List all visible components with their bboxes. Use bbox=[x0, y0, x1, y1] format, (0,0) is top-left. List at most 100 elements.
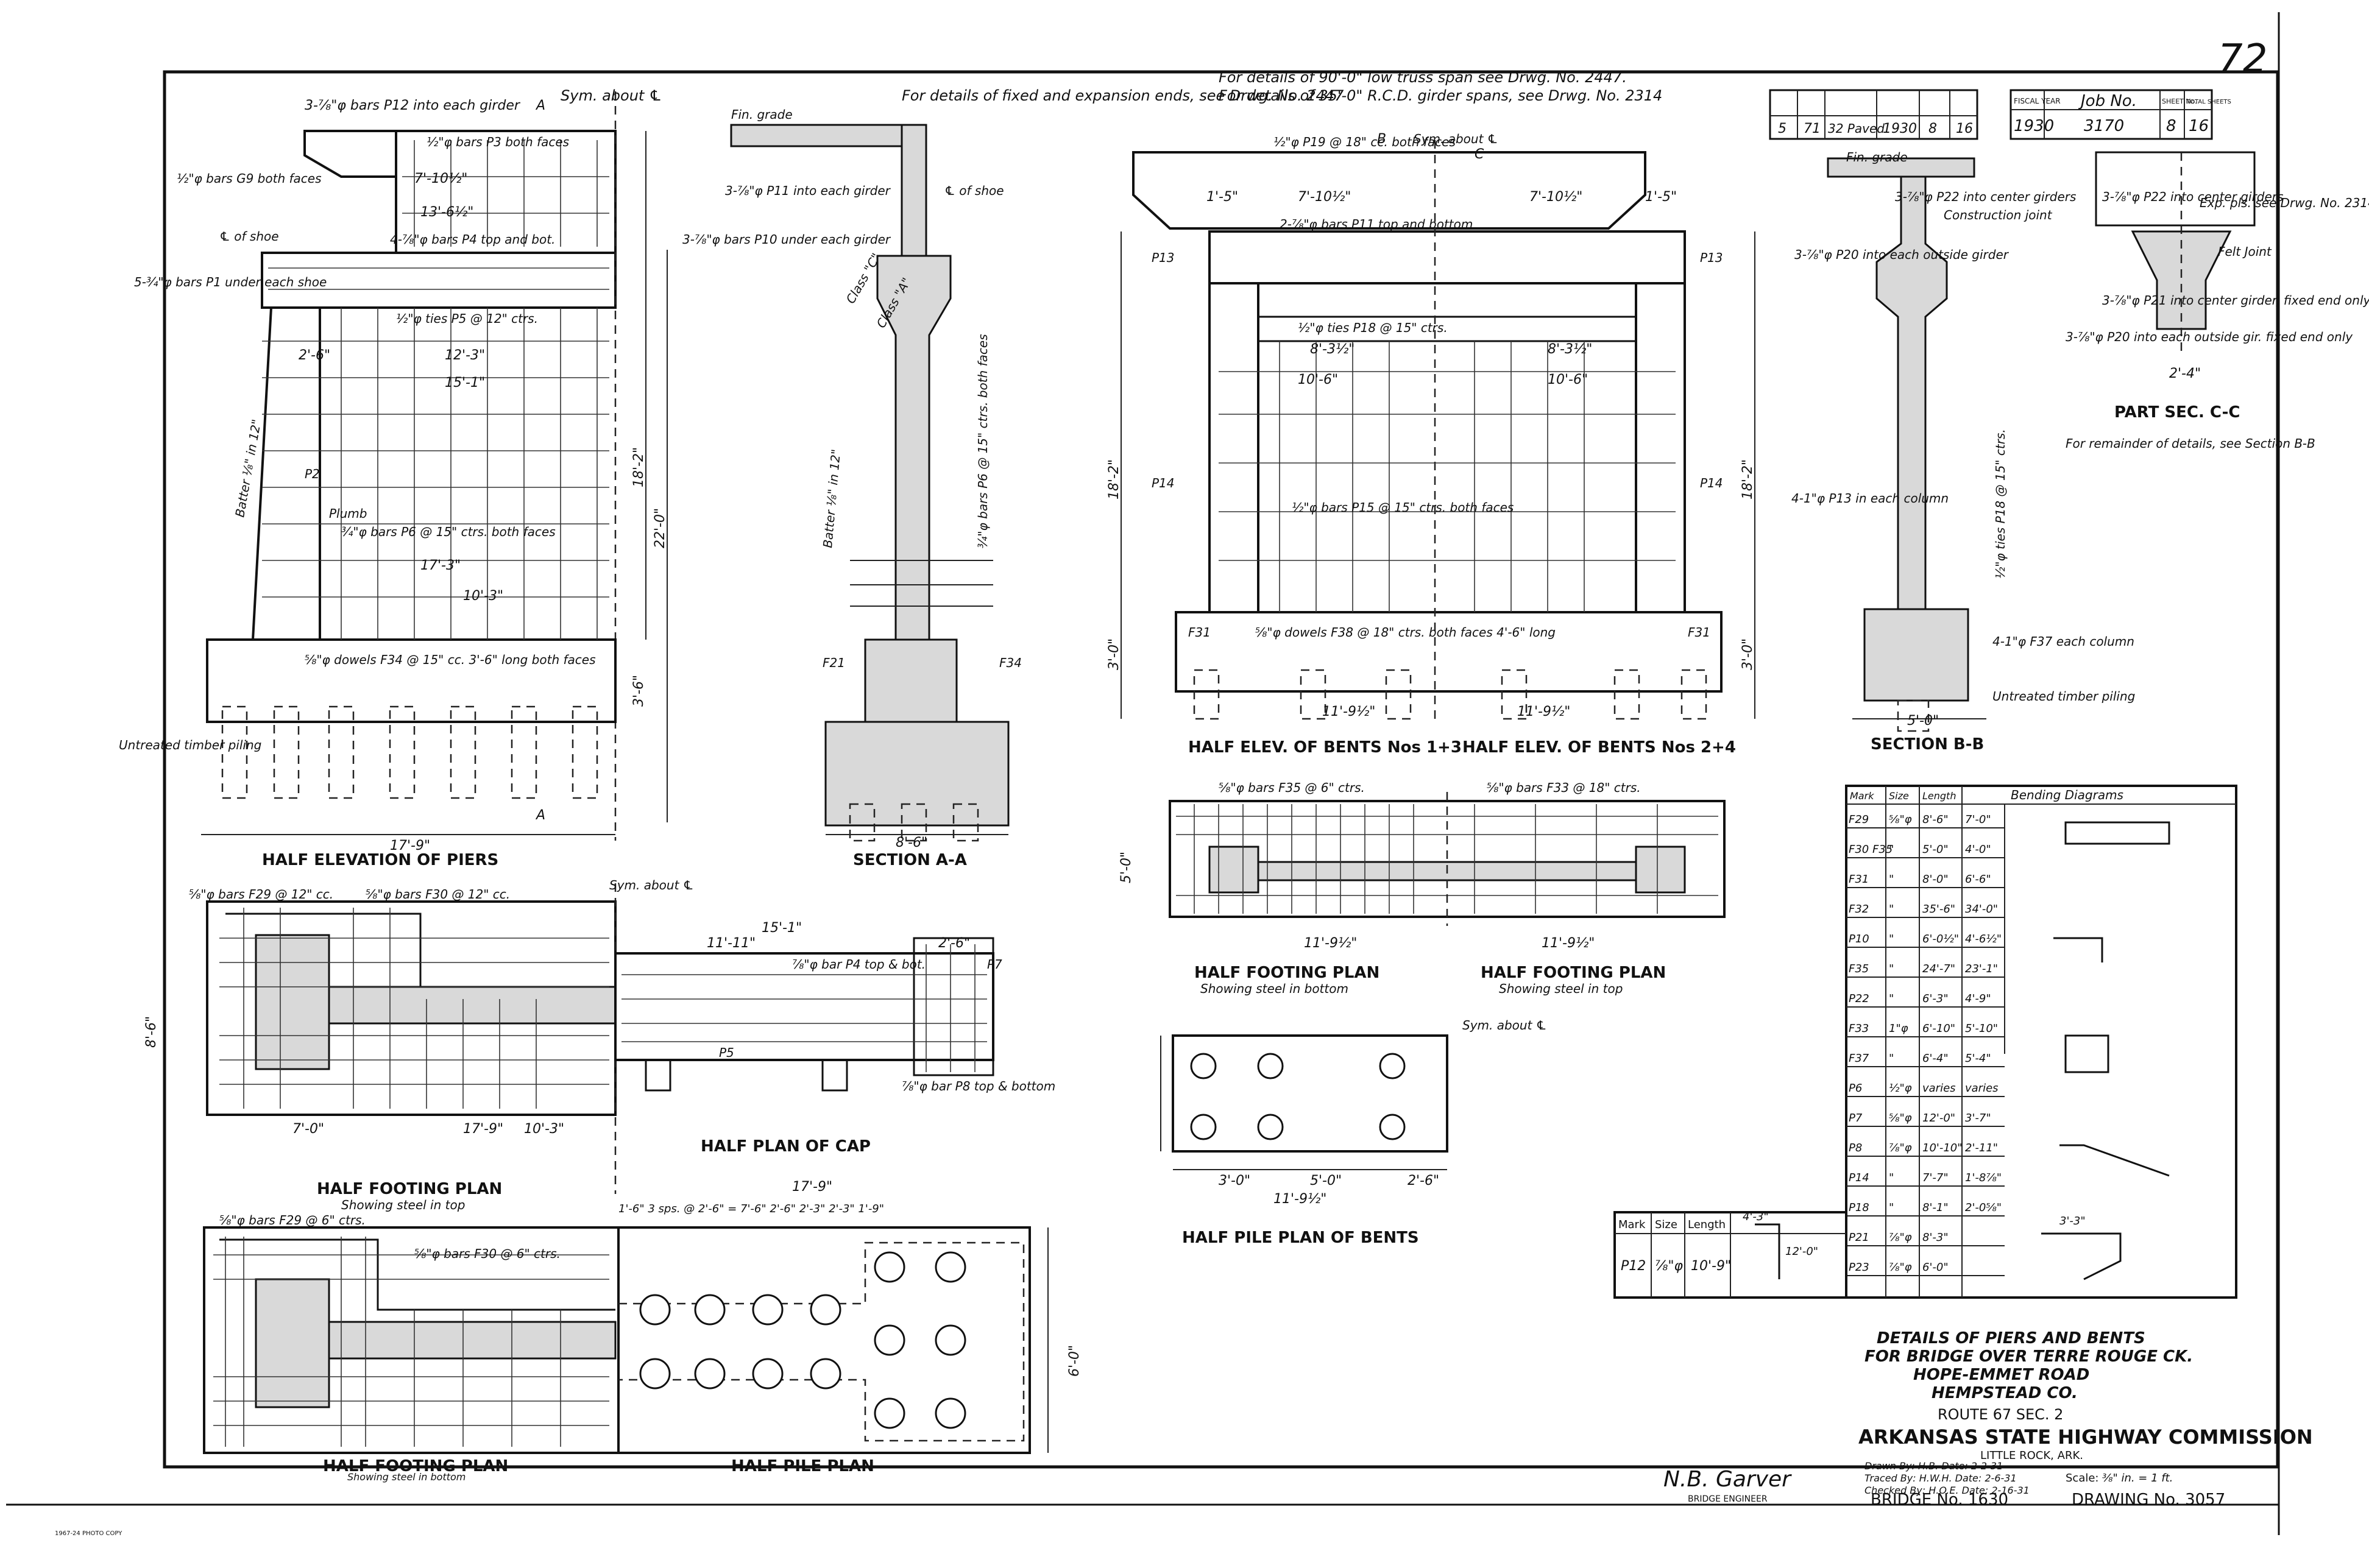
bridge-number: BRIDGE No. 1630 bbox=[1871, 1491, 2008, 1509]
bend-cell-1-0: F30 F35 bbox=[1849, 843, 1893, 856]
bend-cell-6-2: 6'-3" bbox=[1922, 992, 1949, 1005]
title-half-footing-plan-bottom: HALF FOOTING PLAN bbox=[323, 1457, 508, 1475]
corner-stamp: 1967-24 PHOTO COPY bbox=[55, 1530, 122, 1537]
col-fiscal-year: FISCAL YEAR bbox=[2014, 97, 2061, 105]
bend-cell-2-3: 6'-6" bbox=[1965, 873, 1991, 886]
note-g9: ½"φ bars G9 both faces bbox=[177, 171, 322, 186]
title-line1: DETAILS OF PIERS AND BENTS bbox=[1877, 1329, 2145, 1347]
bend-cell-15-2: 6'-0" bbox=[1922, 1261, 1949, 1274]
bend-cell-7-0: F33 bbox=[1849, 1022, 1869, 1035]
title-checked: Checked By: H.O.E. Date: 2-16-31 bbox=[1864, 1485, 2030, 1496]
bend-cell-12-0: P14 bbox=[1849, 1171, 1869, 1184]
bend-cell-2-1: " bbox=[1889, 873, 1894, 886]
val-total-sheets: 16 bbox=[2189, 117, 2209, 135]
note-p7: P7 bbox=[987, 957, 1002, 972]
col-sheet-no: SHEET No. bbox=[2162, 97, 2197, 105]
bend-cell-15-0: P23 bbox=[1849, 1261, 1869, 1274]
note-p11-bents: 2-⅞"φ bars P11 top and bottom bbox=[1280, 217, 1473, 231]
dim-11-9b-left: 11'-9½" bbox=[1304, 936, 1357, 951]
note-p5-cap: P5 bbox=[719, 1045, 734, 1060]
bend-cell-14-1: ⅞"φ bbox=[1889, 1231, 1912, 1244]
note-p4: 4-⅞"φ bars P4 top and bot. bbox=[390, 232, 555, 247]
dim-22-0: 22'-0" bbox=[653, 508, 668, 548]
title-half-elev-bents-13: HALF ELEV. OF BENTS Nos 1+3 bbox=[1188, 738, 1462, 757]
bend-cell-5-3: 23'-1" bbox=[1965, 962, 1998, 975]
marker-a-bottom: A bbox=[535, 808, 545, 823]
bend-cell-4-3: 4'-6½" bbox=[1965, 933, 2002, 945]
dim-1-5-left: 1'-5" bbox=[1206, 189, 1238, 205]
bend-cell-1-3: 4'-0" bbox=[1965, 843, 1991, 856]
bend-cell-7-1: 1"φ bbox=[1889, 1022, 1908, 1035]
dim-12-3: 12'-3" bbox=[445, 348, 485, 363]
dim-7-10h: 7'-10½" bbox=[414, 171, 467, 186]
bend-cell-13-0: P18 bbox=[1849, 1201, 1869, 1214]
half-plan-of-cap bbox=[614, 937, 994, 1092]
title-city: LITTLE ROCK, ARK. bbox=[1980, 1449, 2083, 1462]
title-line4: HEMPSTEAD CO. bbox=[1932, 1384, 2078, 1402]
note-fixed-ends: For details of fixed and expansion ends,… bbox=[902, 87, 1344, 104]
title-scale-value: ⅜" in. = 1 ft. bbox=[2102, 1472, 2173, 1485]
title-half-pile-plan-bents: HALF PILE PLAN OF BENTS bbox=[1182, 1229, 1419, 1247]
note-f21: F21 bbox=[823, 655, 845, 670]
bend-diagram-p6 bbox=[2064, 1034, 2109, 1073]
left-box-v5: 16 bbox=[1956, 121, 1973, 136]
half-footing-plan-top bbox=[206, 883, 617, 1194]
bend-cell-11-2: 10'-10" bbox=[1922, 1142, 1963, 1154]
bend-cell-10-3: 3'-7" bbox=[1965, 1112, 1991, 1125]
note-p10: 3-⅞"φ bars P10 under each girder bbox=[682, 232, 891, 247]
drawing-number: DRAWING No. 3057 bbox=[2072, 1491, 2225, 1509]
bents-elevation bbox=[1121, 140, 1755, 720]
bend-cell-10-0: P7 bbox=[1849, 1112, 1863, 1125]
note-part-sec-cc: For remainder of details, see Section B-… bbox=[2066, 436, 2315, 451]
val-sheet-no: 8 bbox=[2166, 117, 2176, 135]
bend-cell-4-1: " bbox=[1889, 933, 1894, 945]
bend-header-2: Length bbox=[1922, 790, 1956, 802]
note-f38: ⅝"φ dowels F38 @ 18" ctrs. both faces 4'… bbox=[1255, 625, 1556, 640]
left-box-v4: 8 bbox=[1928, 121, 1937, 136]
sheet-number: 72 bbox=[2218, 37, 2267, 82]
bend-cell-6-1: " bbox=[1889, 992, 1894, 1005]
bend-cell-7-3: 5'-10" bbox=[1965, 1022, 1998, 1035]
note-columns: 4-1"φ P13 in each column bbox=[1791, 491, 1949, 506]
dim-18-2-piers: 18'-2" bbox=[631, 447, 646, 487]
bend-diagram-p23 bbox=[2041, 1232, 2122, 1280]
p12-length: 10'-9" bbox=[1691, 1259, 1731, 1274]
note-p23: 3-⅞"φ P22 into center girders bbox=[2102, 189, 2283, 204]
bend-cell-9-0: P6 bbox=[1849, 1082, 1862, 1095]
bend-cell-3-0: F32 bbox=[1849, 903, 1869, 916]
note-p8: ⅞"φ bar P8 top & bottom bbox=[902, 1079, 1055, 1093]
dim-1-5-right: 1'-5" bbox=[1645, 189, 1677, 205]
note-constr-joint: Construction joint bbox=[1944, 208, 2053, 222]
dim-17-9-pile: 17'-9" bbox=[792, 1179, 832, 1195]
note-f34: ⅝"φ dowels F34 @ 15" cc. 3'-6" long both… bbox=[305, 652, 596, 667]
note-p5: ½"φ ties P5 @ 12" ctrs. bbox=[396, 311, 538, 326]
engineer-title: BRIDGE ENGINEER bbox=[1688, 1494, 1768, 1504]
dim-10-3: 10'-3" bbox=[463, 588, 503, 604]
bend-cell-15-1: ⅞"φ bbox=[1889, 1261, 1912, 1274]
drawing-border bbox=[163, 70, 2279, 1469]
dim-18-2-bl: 18'-2" bbox=[1107, 459, 1122, 500]
half-pile-plan bbox=[617, 1226, 1049, 1454]
note-p19: ½"φ P19 @ 18" cc. both faces bbox=[1273, 135, 1456, 149]
dim-10-3-plan: 10'-3" bbox=[524, 1121, 564, 1137]
marker-b-top: B bbox=[1377, 132, 1386, 147]
p12-head-length: Length bbox=[1688, 1218, 1726, 1231]
note-timber-piers: Untreated timber piling bbox=[119, 738, 261, 752]
note-p13-right: P13 bbox=[1700, 250, 1723, 265]
note-p2: P2 bbox=[305, 467, 320, 481]
dim-5-0b: 5'-0" bbox=[1119, 852, 1134, 883]
dim-3-6: 3'-6" bbox=[631, 675, 646, 707]
note-p18: ½"φ ties P18 @ 15" ctrs. bbox=[1298, 320, 1448, 335]
left-box-v1: 71 bbox=[1804, 121, 1821, 136]
dim-7-10h-bl: 7'-10½" bbox=[1298, 189, 1351, 205]
bend-cell-8-3: 5'-4" bbox=[1965, 1052, 1991, 1065]
note-shoe-aa: ℄ of shoe bbox=[944, 183, 1004, 198]
dim-2-6: 2'-6" bbox=[299, 348, 330, 363]
dim-10-6-left: 10'-6" bbox=[1298, 372, 1338, 387]
left-box-v3: 1930 bbox=[1883, 121, 1917, 136]
dim-2-6c: 2'-6" bbox=[1408, 1173, 1439, 1188]
bend-header-1: Size bbox=[1889, 790, 1909, 802]
bend-diagram-p21 bbox=[2059, 1144, 2170, 1177]
bend-cell-8-2: 6'-4" bbox=[1922, 1052, 1949, 1065]
dim-2-4: 2'-4" bbox=[2169, 366, 2201, 381]
